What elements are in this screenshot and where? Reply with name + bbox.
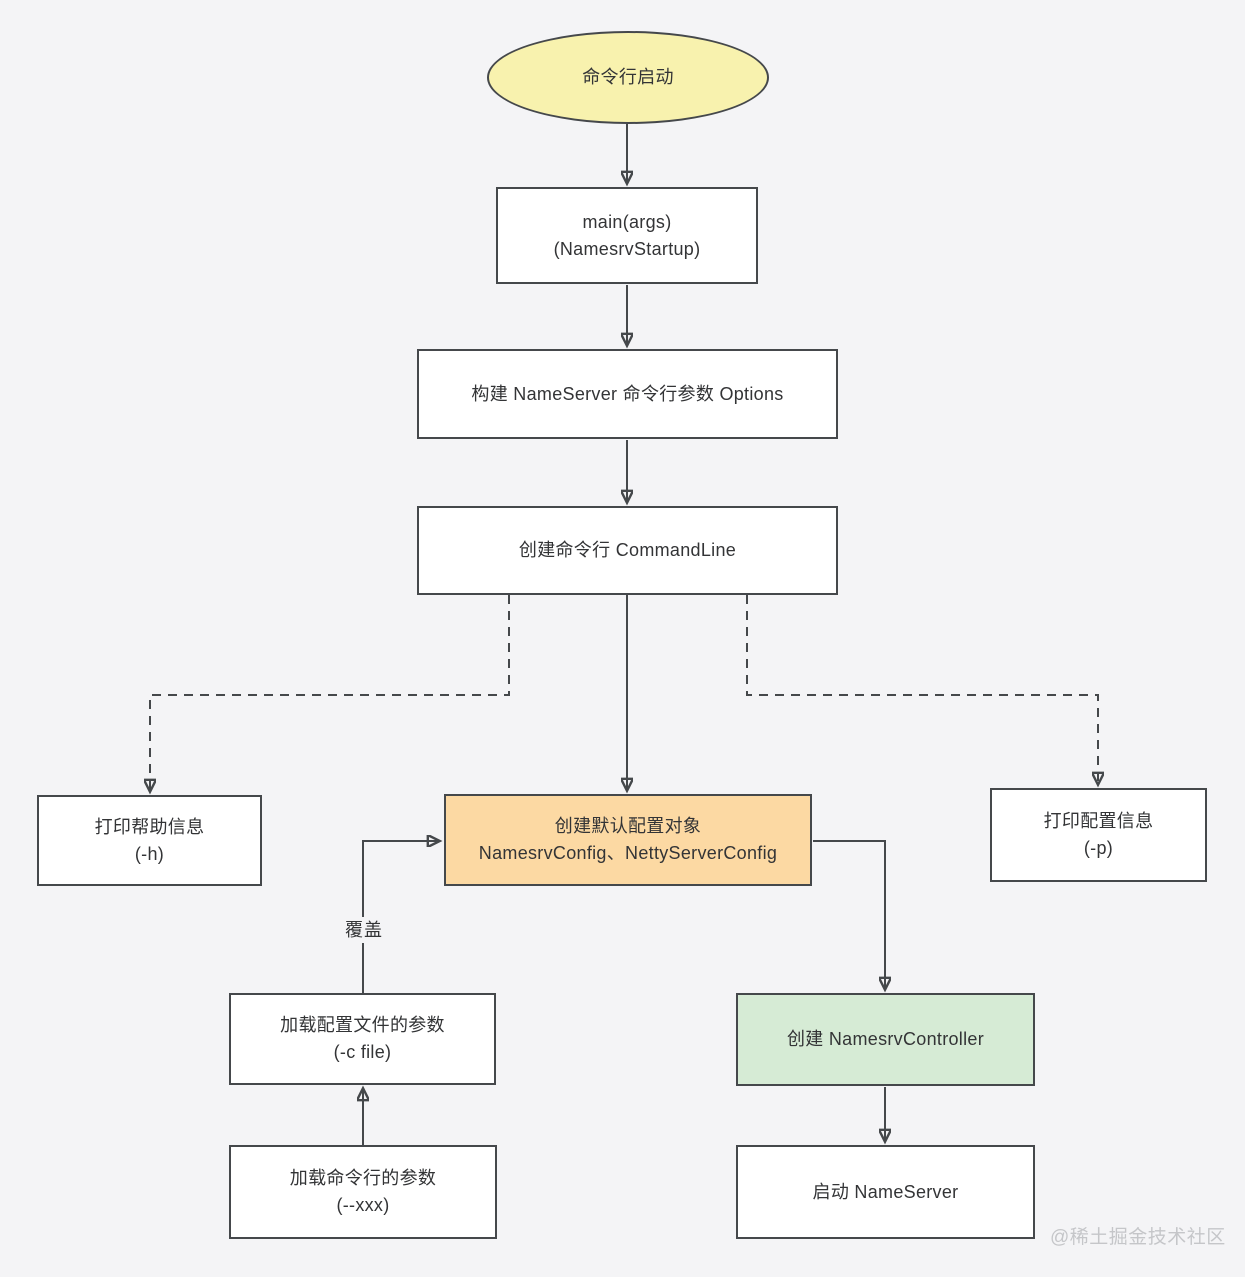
node-print-config-line1: 打印配置信息 <box>1043 811 1154 831</box>
node-start-commandline: 命令行启动 <box>487 31 769 124</box>
edge-label-override: 覆盖 <box>338 917 390 943</box>
node-print-help-line1: 打印帮助信息 <box>94 816 205 837</box>
edge-default-config-to-controller <box>813 840 885 988</box>
node-load-config-file-line1: 加载配置文件的参数 <box>280 1015 445 1035</box>
node-load-config-file: 加载配置文件的参数 (-c file) <box>229 993 496 1085</box>
node-main-line1: main(args) <box>582 211 672 232</box>
node-create-default-config-line2: NamesrvConfig、NettyServerConfig <box>478 843 778 863</box>
node-create-commandline-label: 创建命令行 CommandLine <box>518 540 737 560</box>
node-create-default-config: 创建默认配置对象 NamesrvConfig、NettyServerConfig <box>444 794 812 886</box>
node-create-default-config-line1: 创建默认配置对象 <box>554 816 702 836</box>
node-build-options: 构建 NameServer 命令行参数 Options <box>417 349 838 439</box>
node-create-namesrv-controller-label: 创建 NamesrvController <box>786 1029 985 1049</box>
node-main-line2: (NamesrvStartup) <box>553 238 701 259</box>
edge-commandline-to-print-help <box>150 595 510 790</box>
node-load-command-args-line2: (--xxx) <box>336 1195 390 1215</box>
node-load-config-file-line2: (-c file) <box>333 1042 392 1062</box>
node-main-args: main(args) (NamesrvStartup) <box>496 187 758 284</box>
node-start-label: 命令行启动 <box>582 67 674 87</box>
node-print-help-line2: (-h) <box>134 843 165 864</box>
node-print-config: 打印配置信息 (-p) <box>990 788 1207 882</box>
node-create-namesrv-controller: 创建 NamesrvController <box>736 993 1035 1086</box>
node-start-nameserver: 启动 NameServer <box>736 1145 1035 1239</box>
node-load-command-args: 加载命令行的参数 (--xxx) <box>229 1145 497 1239</box>
node-print-help: 打印帮助信息 (-h) <box>37 795 262 886</box>
node-print-config-line2: (-p) <box>1083 838 1114 858</box>
watermark: @稀土掘金技术社区 <box>1050 1227 1226 1248</box>
node-build-options-label: 构建 NameServer 命令行参数 Options <box>471 383 784 404</box>
node-create-commandline: 创建命令行 CommandLine <box>417 506 838 595</box>
node-start-nameserver-label: 启动 NameServer <box>812 1181 959 1202</box>
node-load-command-args-line1: 加载命令行的参数 <box>289 1168 437 1188</box>
edge-commandline-to-print-config <box>746 595 1098 783</box>
